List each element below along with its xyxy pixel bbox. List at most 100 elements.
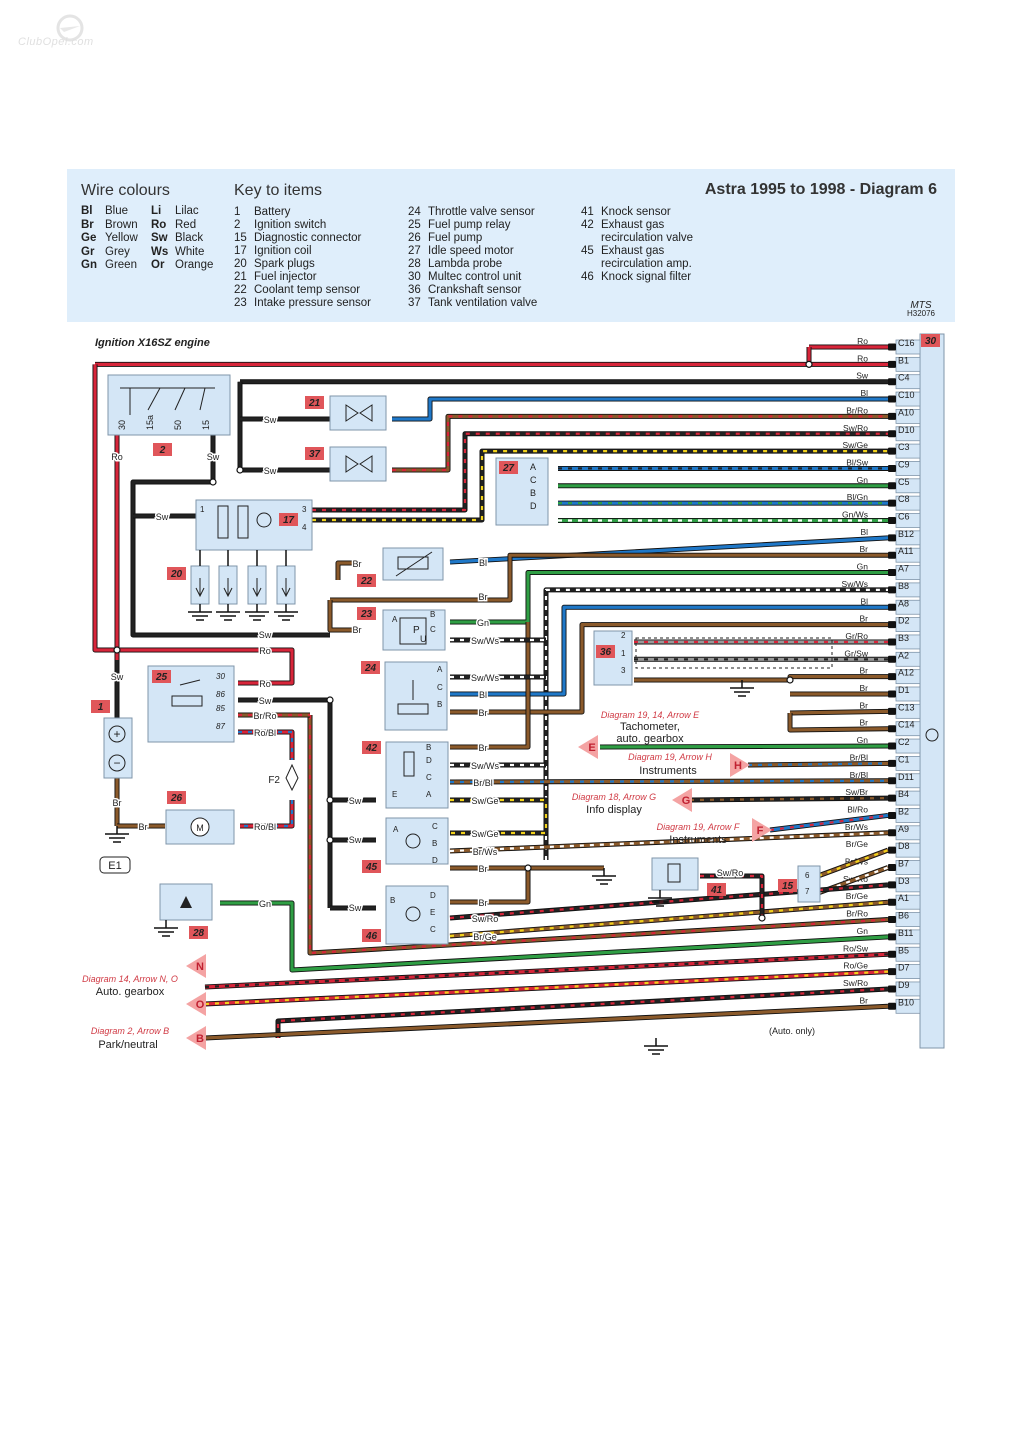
wire-label-w_br_24: Br [479,708,488,718]
ecu-pin-connector [888,343,896,351]
ecu-wire-label: Sw/Ro [843,423,868,433]
ecu-pin-connector [888,447,896,455]
wire-label-w_sw_25a: Sw [259,630,272,640]
item-tag-number: 36 [600,647,612,658]
ecu-pin-connector [888,499,896,507]
arrow-h [730,753,750,777]
wire-label-w_gn_23: Gn [477,618,489,628]
wire-label-w_sw_42: Sw [349,796,362,806]
ecu-wire-label: Sw/Ws [842,579,868,589]
junction [209,478,217,486]
junction [326,836,334,844]
motor-icon [190,817,210,837]
relay-coil-icon [171,695,203,707]
pu-letter: P [413,625,420,636]
ecu-pin-connector [888,881,896,889]
diag-pin-7: 7 [805,887,810,896]
arrow-g [672,788,692,812]
ecu-wire-label: Br/Ge [846,891,868,901]
idle-pin-D: D [530,501,537,511]
ecu-pin-connector [888,968,896,976]
knock-crystal-icon [667,863,681,883]
ecu-pin-b5: B5 [898,945,909,955]
item-tag [361,661,380,674]
crank-pin-2: 2 [621,631,626,640]
fuse-f2 [285,763,299,792]
wire-swbr-b4-tracer [689,797,889,802]
item-tag [279,513,298,526]
ecu-wire-label: Gn [857,475,869,485]
ecu-wire-label: Sw/Br [845,787,868,797]
item-tag [362,741,381,754]
egr-valve [385,741,449,809]
ecu-pin-b11: B11 [898,928,913,938]
wire-label-w_sw_45: Sw [349,835,362,845]
ecu-pin-connector [888,829,896,837]
relay-pin-86: 86 [216,690,225,699]
ecu-pin-a12: A12 [898,668,914,678]
wire-brge-a1-tracer [449,901,889,938]
ecu-pin-connector [888,673,896,681]
junction [524,864,532,872]
arrow-e-letter: E [588,742,595,754]
ecu-pin-connector [888,569,896,577]
thermistor-icon [397,556,429,570]
mts-mark: MTS H32076 [906,300,935,318]
wire-label-w_robl_26: Ro/Bl [254,822,276,832]
wire-label-w_br_45: Br [479,864,488,874]
ecu-pin-connector [888,794,896,802]
watermark-text: ClubOpel.com [18,36,94,48]
pressure-pin-C: C [430,625,436,634]
idle-pin-B: B [530,488,536,498]
ecu-wire-label: Br [860,700,869,710]
wire-label-w_robl_25: Ro/Bl [254,728,276,738]
ecu-pin-d8: D8 [898,841,910,851]
arrow-b [186,1026,206,1050]
wire-gn-c2-core [599,744,889,749]
wire-label-auto_only: (Auto. only) [769,1026,815,1036]
wire-label-w_sw_1: Sw [111,672,124,682]
ecu-pin-connector [888,412,896,420]
ecu-pin-connector [888,603,896,611]
ecu-wire-label: Bl [860,527,868,537]
egr-pin-C: C [426,773,432,782]
wire-brws-a9-tracer [449,831,889,853]
earth-icon [105,826,129,843]
wire-label-w_brws_45: Br/Ws [473,847,498,857]
ecu-wire-label: Bl [860,388,868,398]
tank-vent-valve [329,446,387,482]
ecu-pin-b4: B4 [898,789,909,799]
item-tag [707,883,726,896]
screened-cable [635,637,833,669]
arrow-e-ref: Diagram 19, 14, Arrow E [601,710,700,720]
wire-gn-b11-core [220,901,889,972]
spark-plug-icon [252,578,262,598]
item-tag [167,567,186,580]
relay-pin-87: 87 [216,722,225,731]
lambda-probe [159,883,213,921]
coil-transistor-icon [256,512,272,528]
item-tag-number: 20 [170,569,183,580]
wire-label-w_sw_37: Sw [264,466,277,476]
ecu-box [919,333,945,1049]
wire-brbl-d11-tracer [449,779,889,784]
wire-br-46 [450,868,531,905]
item-tag-number: 15 [782,881,794,892]
wire-gn-a7 [450,570,888,625]
filter-pin-E: E [430,908,435,917]
earth-icon [245,604,269,621]
item-tag-number: 1 [98,702,104,713]
egr-pin-A: A [426,790,432,799]
wire-bl-c10-core [392,397,888,421]
wire-label-w_swws_23: Sw/Ws [471,636,499,646]
knock-signal-filter [385,885,449,945]
